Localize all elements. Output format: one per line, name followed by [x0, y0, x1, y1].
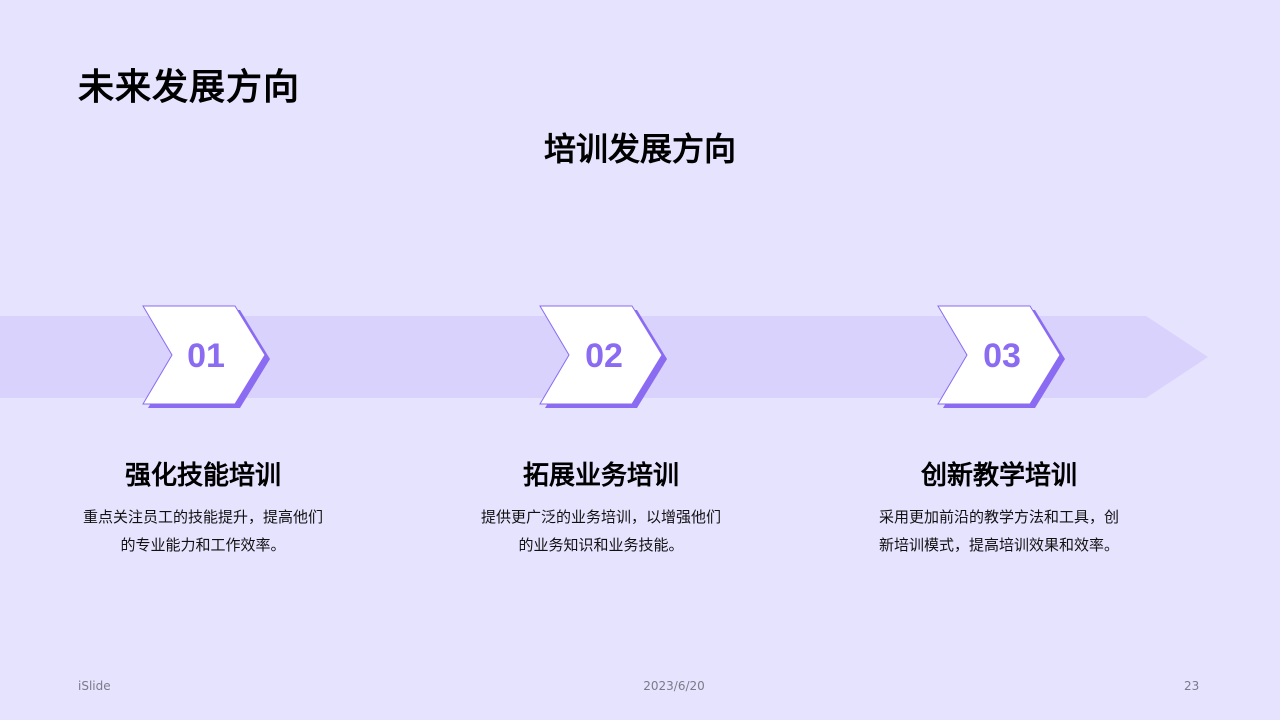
- step-desc-3: 采用更加前沿的教学方法和工具，创新培训模式，提高培训效果和效率。: [878, 508, 1119, 554]
- step-title-3: 创新教学培训: [920, 461, 1077, 491]
- footer-date: 2023/6/20: [643, 679, 705, 693]
- timeline-band: 01 02 03: [0, 305, 1208, 408]
- section-subtitle: 培训发展方向: [543, 130, 736, 168]
- step-number-1: 01: [187, 337, 225, 375]
- footer-brand: iSlide: [78, 679, 111, 693]
- step-desc-1: 重点关注员工的技能提升，提高他们的专业能力和工作效率。: [82, 508, 323, 554]
- step-title-2: 拓展业务培训: [522, 461, 679, 491]
- step-title-1: 强化技能培训: [124, 461, 281, 491]
- page-number: 23: [1184, 679, 1200, 693]
- step-chevron-3: 03: [937, 305, 1065, 408]
- step-chevron-1: 01: [142, 305, 270, 408]
- step-chevron-2: 02: [539, 305, 667, 408]
- step-desc-2: 提供更广泛的业务培训，以增强他们的业务知识和业务技能。: [480, 508, 721, 554]
- page-title: 未来发展方向: [78, 67, 301, 108]
- step-number-3: 03: [983, 337, 1021, 375]
- step-number-2: 02: [585, 337, 623, 375]
